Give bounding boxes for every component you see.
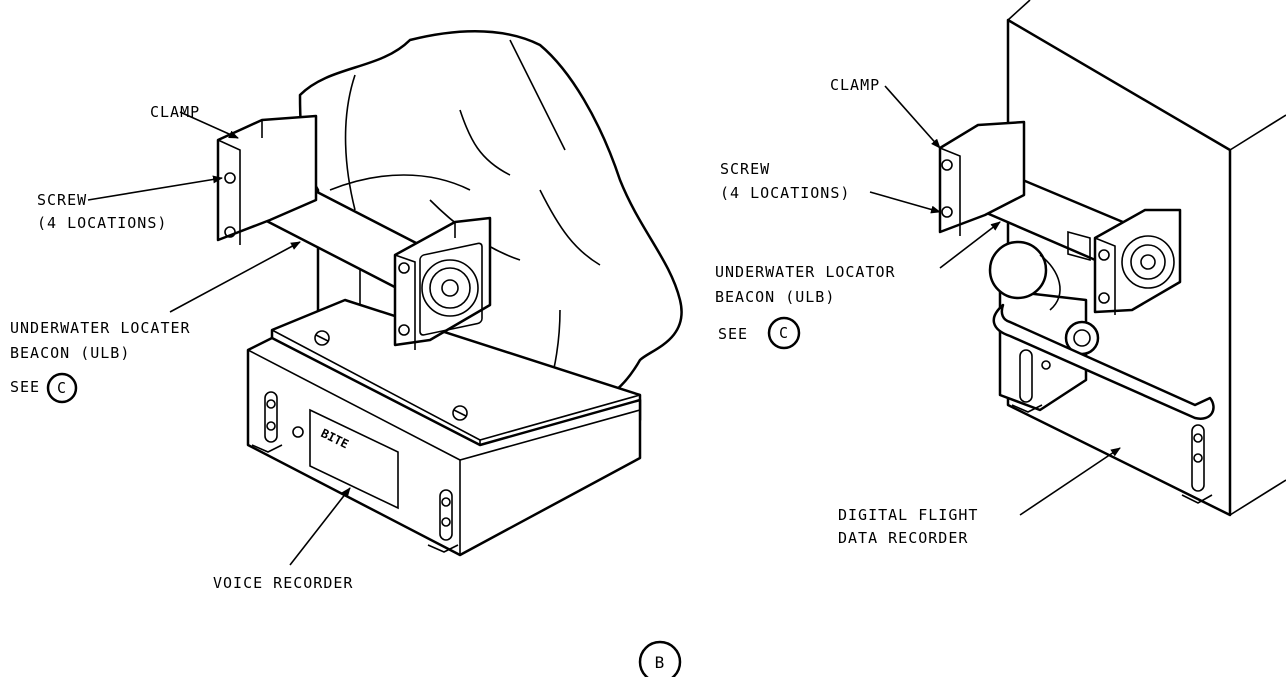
left-ulb-label-1: UNDERWATER LOCATER xyxy=(10,319,191,337)
left-see-ref-circle xyxy=(46,372,78,404)
dfdr-handle xyxy=(992,303,1215,420)
left-labels: CLAMP SCREW (4 LOCATIONS) UNDERWATER LOC… xyxy=(10,103,353,592)
right-back-clamp xyxy=(938,120,1026,234)
right-see-label: SEE xyxy=(718,325,748,343)
view-ref-b: B xyxy=(638,640,682,677)
right-see-ref-circle xyxy=(767,316,801,350)
right-labels: CLAMP SCREW (4 LOCATIONS) UNDERWATER LOC… xyxy=(715,76,1121,547)
right-screw-label-1: SCREW xyxy=(720,160,770,178)
view-ref-label: B xyxy=(655,653,666,672)
bite-panel xyxy=(309,408,399,510)
voice-recorder-drawing: BITE xyxy=(216,30,683,557)
dfdr-drawing xyxy=(938,0,1286,517)
left-clamp-label: CLAMP xyxy=(150,103,200,121)
left-see-label: SEE xyxy=(10,378,40,396)
right-screw-label-2: (4 LOCATIONS) xyxy=(720,184,850,202)
left-screw-label-2: (4 LOCATIONS) xyxy=(37,214,167,232)
right-ulb-label-1: UNDERWATER LOCATOR xyxy=(715,263,896,281)
right-ulb-label-2: BEACON (ULB) xyxy=(715,288,835,306)
voice-recorder-label: VOICE RECORDER xyxy=(213,574,353,592)
dfdr-label-1: DIGITAL FLIGHT xyxy=(838,506,978,524)
left-ulb-label-2: BEACON (ULB) xyxy=(10,344,130,362)
right-clamp-label: CLAMP xyxy=(830,76,880,94)
right-see-ref: C xyxy=(779,324,789,342)
left-see-ref: C xyxy=(57,379,67,397)
recorder-box xyxy=(246,336,642,557)
view-ref-circle xyxy=(638,640,682,677)
dfdr-label-2: DATA RECORDER xyxy=(838,529,968,547)
left-screw-label-1: SCREW xyxy=(37,191,87,209)
